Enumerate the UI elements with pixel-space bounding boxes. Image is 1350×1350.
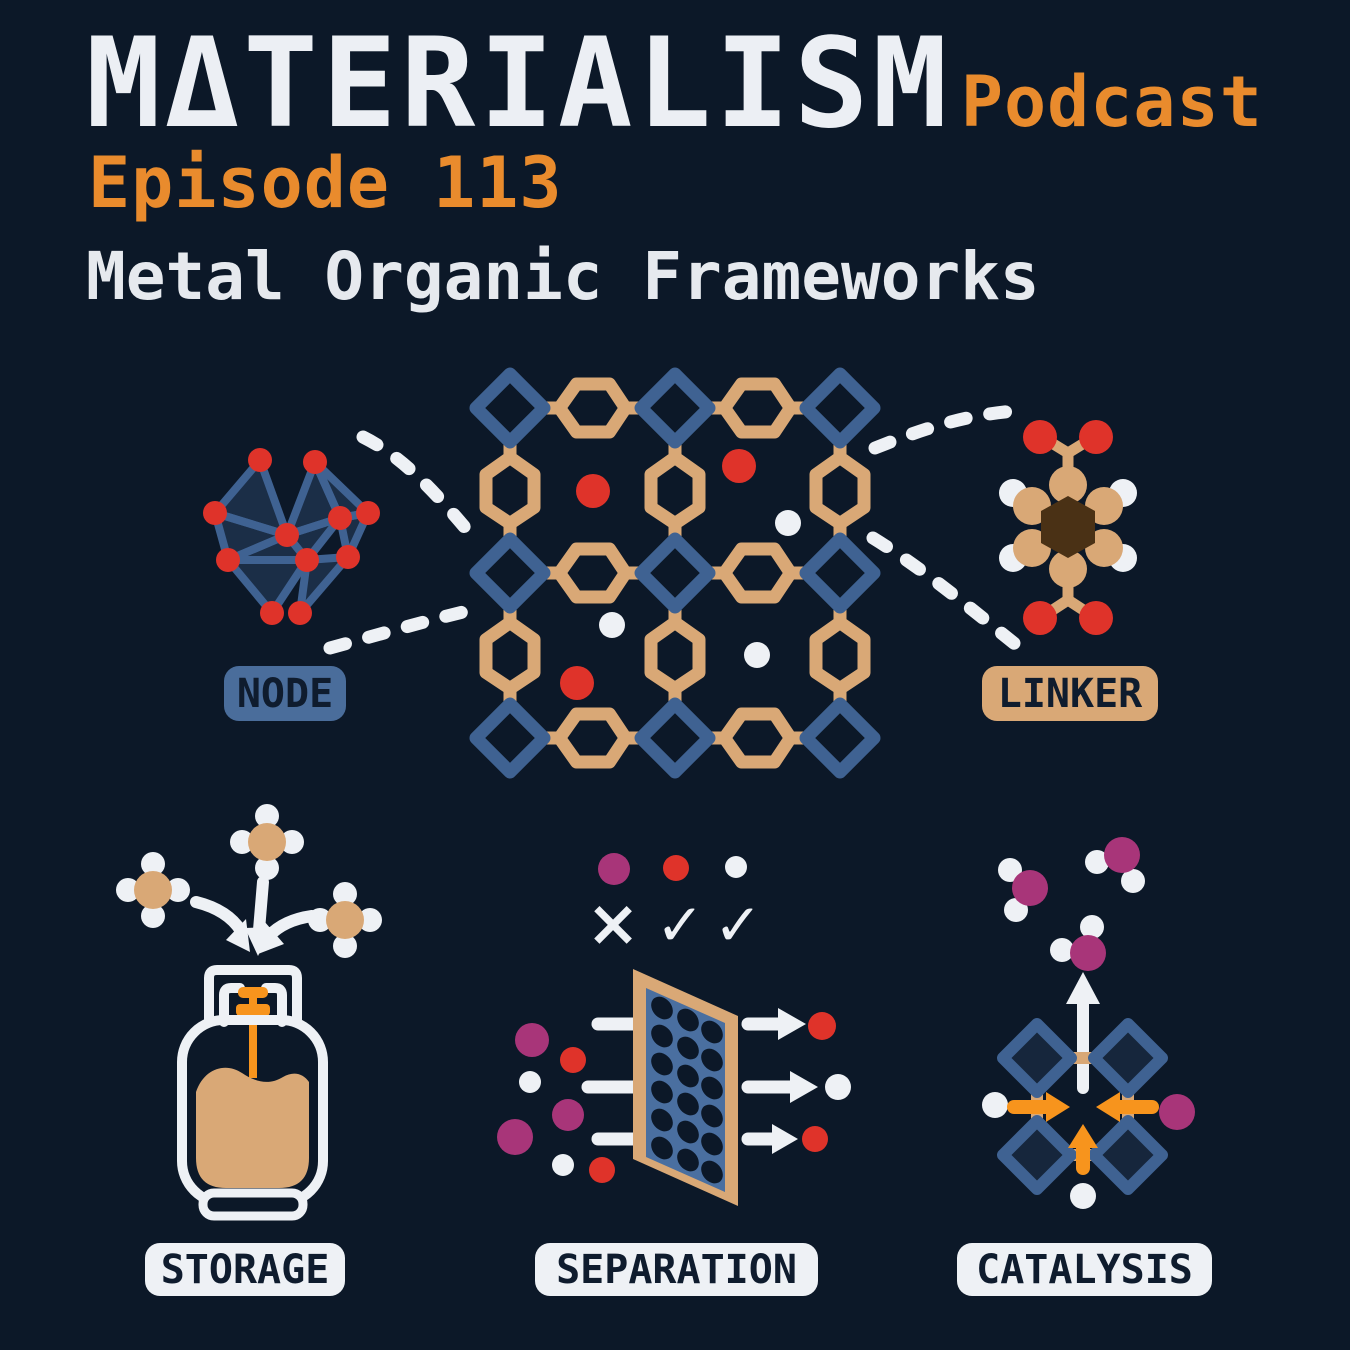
dashed-node-bottom (323, 601, 487, 655)
mof-lattice-icon (469, 367, 881, 779)
dashed-node-top (356, 430, 485, 550)
node-metal-atoms (203, 448, 380, 625)
product-molecules (998, 837, 1145, 971)
podcast-title: MΔTERIALISM (86, 12, 952, 156)
pore-guest-molecules (560, 449, 801, 700)
feed-mixture (497, 1023, 615, 1183)
node-label: NODE (224, 666, 346, 721)
reject-mark: × (586, 887, 640, 961)
inward-arrows (1007, 1092, 1159, 1175)
linker-label: LINKER (982, 666, 1158, 721)
dashed-linker-bottom (866, 531, 1022, 651)
gas-molecules (116, 804, 382, 958)
linker-molecule-icon (999, 420, 1137, 635)
dashed-connectors (323, 404, 1022, 655)
ring-center (1041, 496, 1095, 558)
valve (236, 987, 270, 1078)
catalysis-label: CATALYSIS (957, 1243, 1212, 1296)
pass-mark-1: ✓ (656, 891, 705, 959)
title-block: MΔTERIALISM Podcast (86, 22, 1263, 146)
catalyst-cage-icon (982, 837, 1195, 1209)
dashed-linker-top (868, 404, 1022, 455)
membrane-pores (651, 996, 723, 1184)
storage-label: STORAGE (145, 1243, 345, 1296)
lattice-node-diamonds (469, 367, 881, 779)
node-cluster-icon (203, 448, 380, 625)
episode-title: Metal Organic Frameworks (86, 238, 1040, 315)
stored-liquid (196, 1067, 309, 1188)
linker-oxygen-atoms (1023, 420, 1113, 635)
membrane-icon: × ✓ ✓ (497, 853, 851, 1206)
podcast-title-suffix: Podcast (960, 61, 1263, 143)
episode-number: Episode 113 (88, 142, 563, 224)
pass-mark-2: ✓ (714, 891, 763, 959)
separation-label: SEPARATION (535, 1243, 818, 1296)
gas-cylinder-icon (116, 804, 382, 1221)
